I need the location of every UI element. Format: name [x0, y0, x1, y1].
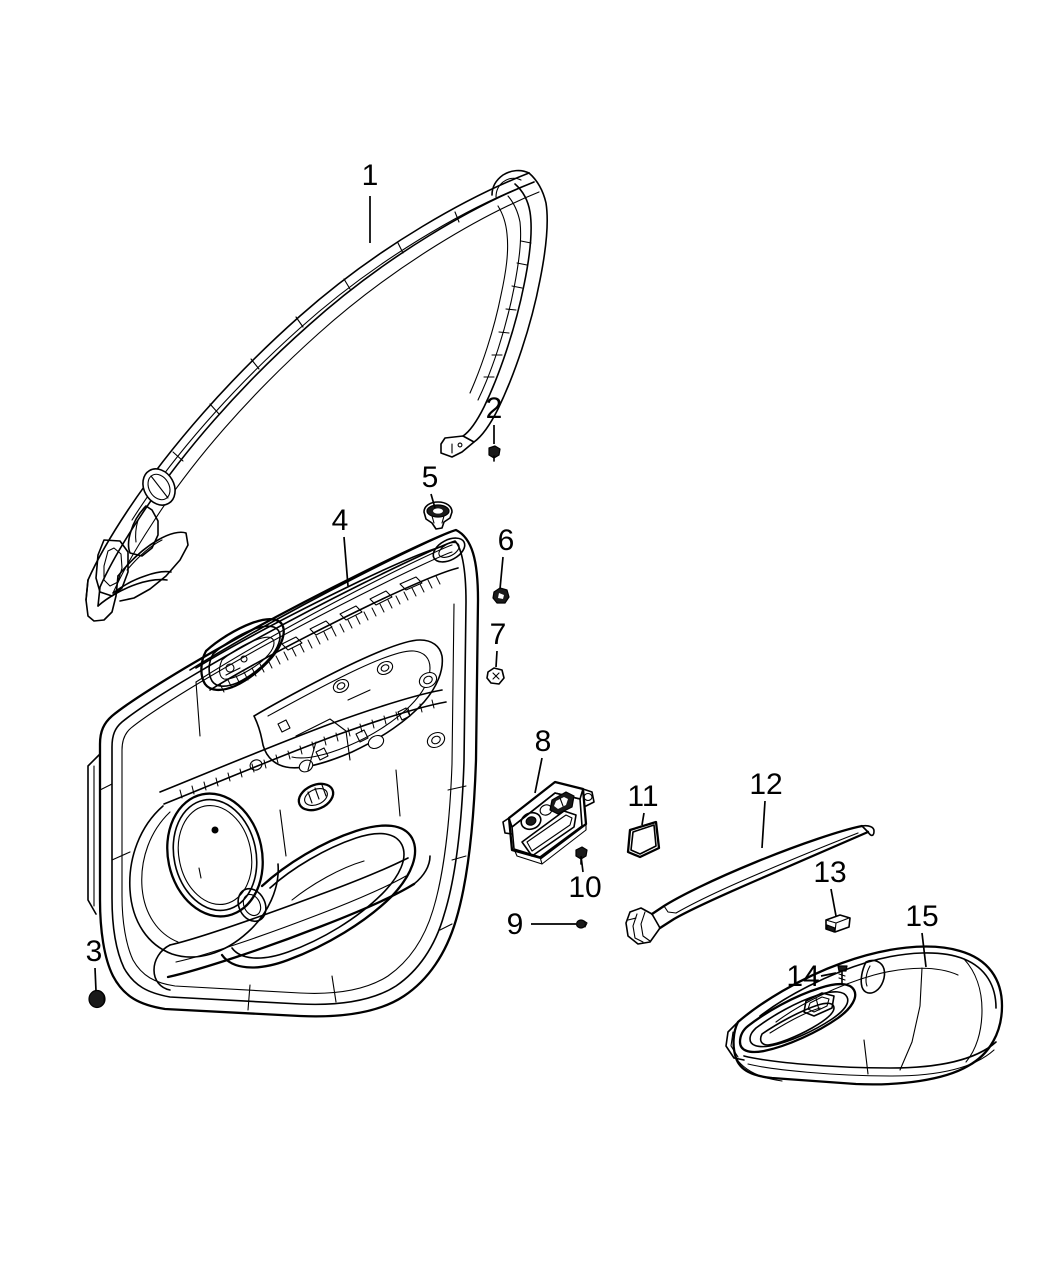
part-square-clip-13[interactable]: [825, 914, 851, 933]
callout-3[interactable]: 3: [85, 935, 103, 968]
part-door-trim-panel-4[interactable]: [87, 528, 480, 1018]
leader-line-12: [761, 800, 766, 849]
part-window-frame-molding[interactable]: [85, 169, 548, 622]
leader-line-7: [495, 650, 498, 668]
leader-line-13: [830, 888, 837, 917]
leader-line-6: [499, 556, 504, 590]
part-screw-14[interactable]: [837, 965, 848, 985]
part-armrest-assembly-15[interactable]: [725, 945, 1004, 1086]
part-grommet-5[interactable]: [423, 501, 453, 530]
callout-11[interactable]: 11: [627, 780, 659, 813]
leader-line-11: [641, 812, 645, 826]
callout-13[interactable]: 13: [813, 856, 847, 889]
callout-12[interactable]: 12: [749, 768, 783, 801]
leader-line-8: [534, 757, 543, 794]
mounting-bosses: [249, 660, 446, 773]
leader-line-3: [94, 967, 97, 992]
callout-8[interactable]: 8: [534, 725, 552, 758]
callout-1[interactable]: 1: [361, 159, 379, 192]
callout-7[interactable]: 7: [489, 618, 507, 651]
part-end-cap-11[interactable]: [626, 820, 661, 859]
part-push-pin-retainer-2[interactable]: [488, 445, 501, 462]
part-trim-applique-12[interactable]: [625, 824, 875, 945]
part-screw-9[interactable]: [575, 919, 588, 929]
callout-6[interactable]: 6: [497, 524, 515, 557]
leader-line-15: [921, 932, 927, 968]
callout-2[interactable]: 2: [485, 392, 503, 425]
pocket-handle-cup: [237, 887, 267, 923]
callout-10[interactable]: 10: [568, 871, 602, 904]
door-latch-bezel: [297, 782, 335, 812]
part-retainer-nut-6[interactable]: [492, 587, 510, 604]
leader-line-10: [580, 855, 584, 873]
part-trim-panel-clip-3[interactable]: [88, 989, 106, 1009]
speaker-grille: [166, 792, 264, 918]
callout-15[interactable]: 15: [905, 900, 939, 933]
part-w-base-nut-7[interactable]: [486, 667, 505, 685]
part-window-switch-assembly-8[interactable]: [502, 780, 595, 865]
callout-9[interactable]: 9: [506, 908, 524, 941]
leader-line-14: [820, 972, 837, 977]
lower-band-hatching: [179, 699, 435, 799]
callout-14[interactable]: 14: [786, 960, 820, 993]
leader-line-4: [343, 536, 349, 587]
leader-lines: [94, 196, 927, 992]
callout-5[interactable]: 5: [421, 461, 439, 494]
leader-line-5: [430, 493, 436, 509]
callout-4[interactable]: 4: [331, 504, 349, 537]
